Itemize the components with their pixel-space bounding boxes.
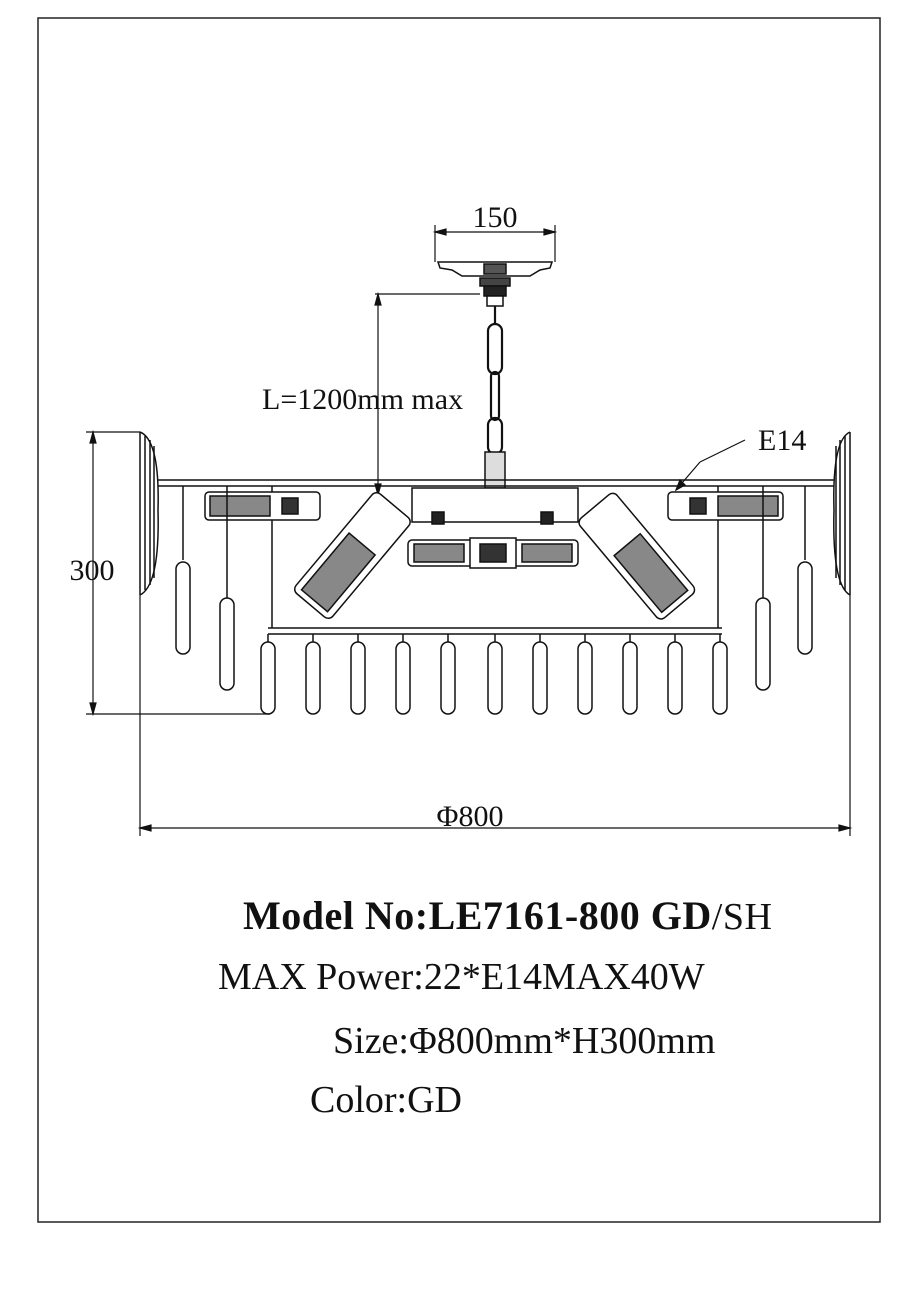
model-number: Model No:LE7161-800 GD/SH bbox=[243, 893, 773, 938]
right-ring bbox=[833, 431, 851, 596]
left-ring bbox=[139, 431, 159, 596]
height-dimension bbox=[86, 429, 270, 717]
model-suffix: /SH bbox=[711, 896, 773, 938]
e14-leader bbox=[674, 439, 746, 492]
color-spec: Color:GD bbox=[310, 1079, 462, 1121]
chain-length-label: L=1200mm max bbox=[262, 383, 463, 416]
size-spec: Size:Φ800mm*H300mm bbox=[333, 1020, 716, 1062]
left-angled-lamp bbox=[293, 492, 411, 620]
suspension-chain bbox=[484, 306, 506, 489]
diameter-label: Φ800 bbox=[437, 800, 504, 833]
right-angled-lamp bbox=[578, 492, 696, 620]
right-horizontal-lamp bbox=[667, 491, 784, 521]
canopy-dimension bbox=[432, 225, 558, 262]
drawing-border bbox=[37, 17, 881, 1223]
rail-crystals bbox=[260, 634, 728, 715]
ceiling-canopy bbox=[436, 261, 554, 307]
left-horizontal-lamp bbox=[204, 491, 321, 521]
central-body bbox=[411, 487, 579, 525]
outer-crystals bbox=[175, 486, 813, 691]
diameter-dimension bbox=[137, 595, 853, 836]
max-power: MAX Power:22*E14MAX40W bbox=[218, 956, 705, 998]
canopy-width-label: 150 bbox=[473, 201, 518, 234]
height-label: 300 bbox=[70, 554, 115, 587]
chain-length-dimension bbox=[374, 291, 480, 498]
model-number-text: Model No:LE7161-800 GD bbox=[243, 893, 712, 938]
center-lamps bbox=[407, 537, 579, 569]
socket-type-label: E14 bbox=[758, 424, 806, 457]
main-arm bbox=[158, 479, 834, 487]
